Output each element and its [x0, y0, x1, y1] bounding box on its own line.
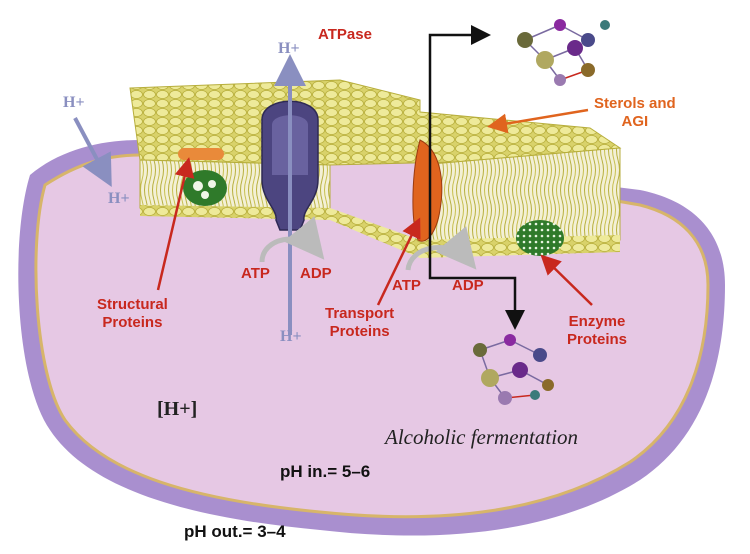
transport-protein [412, 139, 443, 242]
transport-label-line2: Proteins [329, 323, 390, 340]
transport-path-arrow-down [428, 230, 525, 330]
proton-concentration: [H+] [157, 398, 198, 420]
molecule-network-outside [517, 19, 610, 86]
h-diffusion-arrow [73, 117, 112, 188]
transport-pointer [376, 217, 421, 306]
enzyme-label-line1: Enzyme [568, 313, 626, 330]
transport-label-line1: Transport [325, 305, 395, 322]
fermentation-label: Alcoholic fermentation [385, 425, 579, 449]
sterols-label-line2: AGI [621, 113, 649, 130]
structural-label-line1: Structural [97, 296, 168, 313]
adp-label-right: ADP [452, 277, 484, 294]
transport-path-arrow [428, 25, 491, 230]
sterols-label-line1: Sterols and [594, 95, 676, 112]
structural-pointer [156, 157, 195, 291]
structural-label-line2: Proteins [102, 314, 163, 331]
transport-proteins-label: Transport Proteins [325, 305, 394, 341]
enzyme-proteins-label: Enzyme Proteins [567, 313, 627, 349]
ph-outside-label: pH out.= 3–4 [184, 522, 286, 541]
enzyme-protein [516, 220, 564, 256]
atp-adp-arrow-left [259, 216, 325, 263]
hplus-bottom: H+ [280, 328, 302, 345]
enzyme-pointer [540, 254, 593, 306]
atp-label-left: ATP [241, 265, 270, 282]
sterols-label: Sterols and AGI [594, 95, 676, 131]
atpase-label: ATPase [318, 26, 372, 43]
molecule-network-inside [473, 334, 554, 405]
structural-protein-band [178, 148, 224, 160]
ph-inside-label: pH in.= 5–6 [280, 462, 371, 481]
hplus-entering: H+ [108, 190, 130, 207]
bilayer-bottom-heads [140, 205, 620, 258]
hplus-outside: H+ [63, 94, 85, 111]
structural-protein-body [183, 170, 227, 206]
enzyme-label-line2: Proteins [567, 331, 628, 348]
hplus-top: H+ [278, 40, 300, 57]
adp-label-left: ADP [300, 265, 332, 282]
structural-proteins-label: Structural Proteins [97, 296, 168, 332]
atp-adp-arrow-right [405, 226, 477, 271]
atp-label-right: ATP [392, 277, 421, 294]
sterols-pointer [487, 108, 589, 134]
